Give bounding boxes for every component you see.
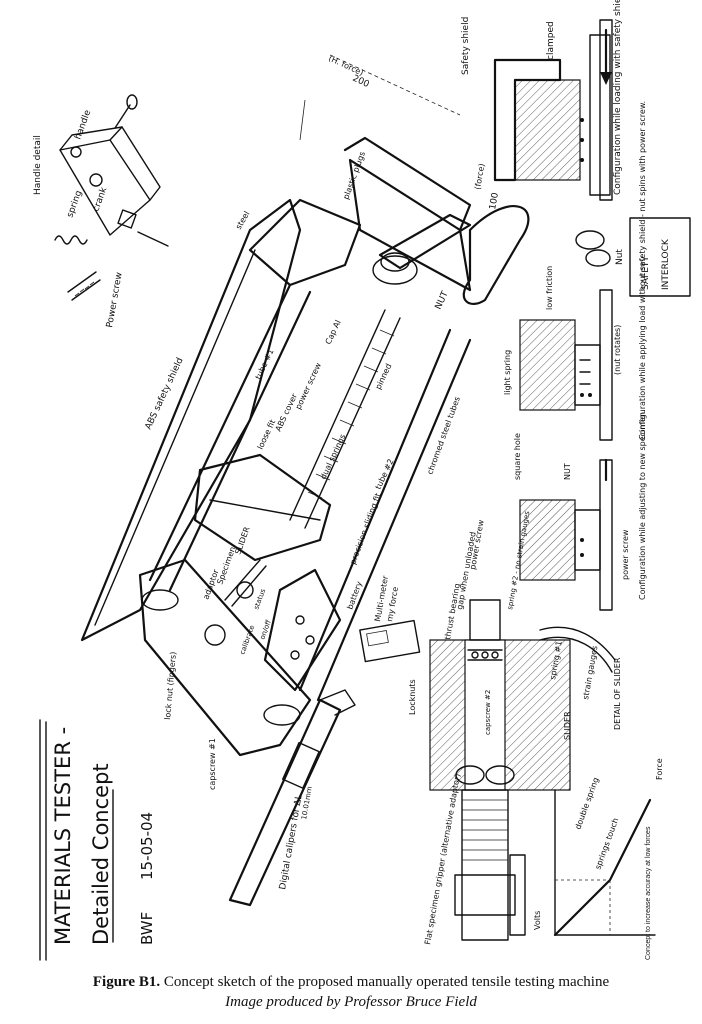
electronics-box <box>263 568 342 692</box>
title-initials: BWF <box>138 912 156 945</box>
slider2-label: SLIDER <box>563 711 572 740</box>
dual-springs-label: dual springs <box>319 433 348 481</box>
upper-cap <box>248 198 362 287</box>
square-hole-label: square hole <box>513 433 522 480</box>
status-label: status <box>252 587 267 610</box>
figure-label: Figure B1. <box>92 974 161 990</box>
handle-detail-heading: Handle detail <box>33 135 43 195</box>
config-load-text: Configuration while applying load withou… <box>638 101 647 440</box>
crank-label: crank <box>91 185 109 213</box>
abs-safety-shield <box>80 198 302 642</box>
locknuts-label: Locknuts <box>408 679 417 715</box>
config-adjust-text: Configuration while adjusting to new spe… <box>638 412 647 600</box>
abs-cover-label: ABS cover <box>274 392 300 433</box>
handle-detail: Handle detail handle crank spring Power … <box>33 94 169 329</box>
dim-force: (H. force) <box>327 54 365 78</box>
calibrate-label: calibrate <box>238 624 256 656</box>
loose-fit-label: loose fit <box>256 418 278 451</box>
cap-al-label: Cap Al <box>324 319 343 346</box>
chromed-tubes-label: chromed steel tubes <box>425 395 462 475</box>
specimen-label: Specimen <box>215 546 237 586</box>
figure-caption: Figure B1. Concept sketch of the propose… <box>0 972 702 1012</box>
handle-label: handle <box>73 108 93 141</box>
crank-arm <box>378 213 472 270</box>
figure-caption-text: Concept sketch of the proposed manually … <box>163 974 610 990</box>
concept-sketch: MATERIALS TESTER - Detailed Concept BWF … <box>33 0 691 961</box>
dim-100: 100 <box>488 192 501 211</box>
nut-rotates-label: (nut rotates) <box>613 325 622 375</box>
safety-interlock-box <box>629 217 691 297</box>
section-detail-bottom <box>519 458 613 611</box>
nut2-label: NUT <box>563 463 572 480</box>
base-plate <box>138 558 312 757</box>
dim-force2: (force) <box>473 163 486 191</box>
detail-of-slider-label: DETAIL OF SLIDER <box>613 657 622 730</box>
force-volts-graph <box>553 789 656 937</box>
volts-axis-label: Volts <box>533 911 542 930</box>
digital-calipers <box>228 698 342 907</box>
safety-interlock-1: SAFETY <box>641 256 651 290</box>
section-detail-middle <box>519 217 691 441</box>
top-cap-al <box>348 158 472 292</box>
springs-touch-label: springs touch <box>593 817 620 871</box>
precision-fit-label: precision sliding fit <box>348 492 382 566</box>
multimeter <box>359 619 421 663</box>
power-screw-label: Power screw <box>105 272 125 329</box>
abs-safety-shield-label: ABS safety shield <box>144 356 186 431</box>
flat-gripper-label: Flat specimen gripper (alternative adapt… <box>423 773 462 945</box>
specimen <box>224 559 267 607</box>
figure-credit: Image produced by Professor Bruce Field <box>225 994 477 1010</box>
tube-1 <box>148 283 292 582</box>
force-axis-label: Force <box>655 758 664 780</box>
machine-frame <box>80 54 530 907</box>
double-spring-label: double spring <box>573 776 600 830</box>
safety-interlock-2: INTERLOCK <box>661 238 671 290</box>
clamped-label: clamped <box>546 21 556 60</box>
nut-small-label: Nut <box>615 249 625 265</box>
power-screw <box>289 309 401 529</box>
title-line-1: MATERIALS TESTER - <box>51 727 75 945</box>
title-block: MATERIALS TESTER - Detailed Concept BWF … <box>39 719 156 961</box>
spring-label: spring <box>65 189 84 219</box>
slider <box>193 453 332 562</box>
steel-label: steel <box>234 210 251 231</box>
lock-nut <box>204 624 226 646</box>
section-detail-top <box>493 19 613 201</box>
capscrew1-label: capscrew #1 <box>208 738 217 790</box>
capscrew2-label: capscrew #2 <box>484 690 492 735</box>
title-line-2: Detailed Concept <box>89 763 113 945</box>
tube-2 <box>298 328 452 692</box>
light-spring-label: light spring <box>503 350 512 395</box>
pinned-label: pinned <box>374 362 394 391</box>
safety-shield-label: Safety shield <box>461 17 471 75</box>
power-screw2-label: power screw <box>621 529 630 580</box>
concept-note: Concept to increase accuracy at low forc… <box>645 826 652 960</box>
power-screw-main-label: power screw <box>294 361 324 411</box>
crank-handle <box>462 205 530 305</box>
low-friction-label: low friction <box>545 266 554 310</box>
nut-label: NUT <box>434 290 451 312</box>
slider-detail <box>429 599 616 941</box>
strain-gauges-label: strain gauges <box>581 645 599 700</box>
digital-calipers-label: Digital calipers for ΔL <box>278 794 305 891</box>
config-loading-text: Configuration while loading with safety … <box>613 0 623 195</box>
lock-nut-label: lock nut (fingers) <box>163 651 178 720</box>
title-date: 15-05-04 <box>138 812 156 880</box>
